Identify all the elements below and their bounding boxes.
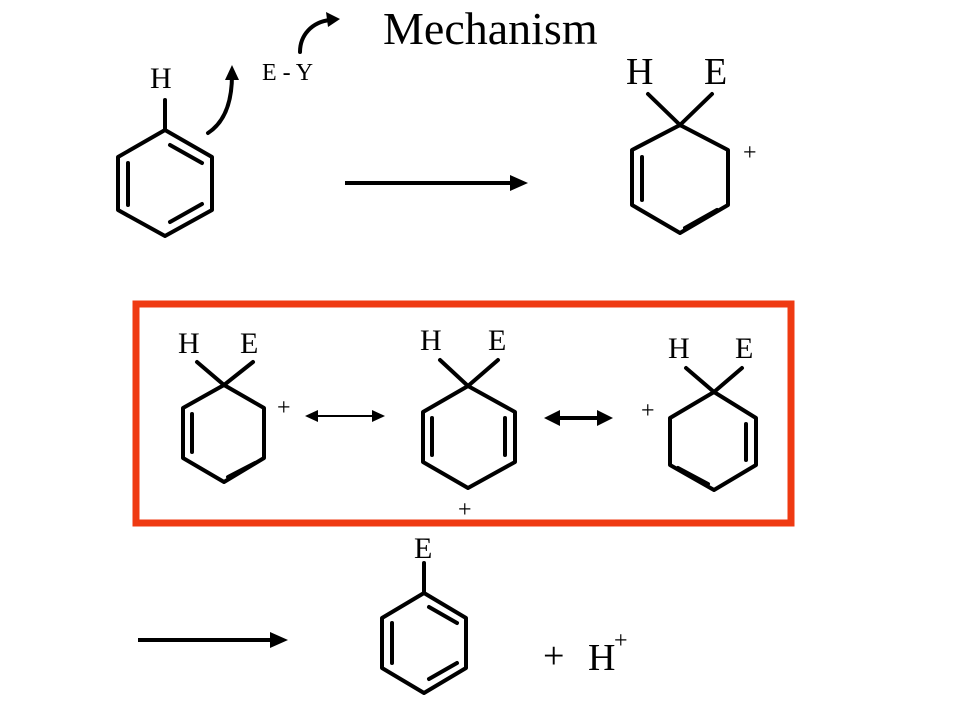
electron-push-arrowhead bbox=[225, 65, 239, 80]
atom-e-label: E bbox=[735, 332, 753, 365]
ring-inner-bond-2 bbox=[168, 202, 204, 224]
resonance-highlight-box bbox=[132, 300, 795, 527]
positive-charge: + bbox=[641, 398, 655, 424]
atom-e-label: E bbox=[488, 324, 506, 357]
resonance-arrow-2-head-left bbox=[544, 410, 560, 426]
atom-e-label: E bbox=[704, 51, 727, 93]
bond-c-h bbox=[646, 92, 682, 127]
ring-inner-bond-2 bbox=[226, 461, 257, 479]
page-title: Mechanism bbox=[383, 3, 598, 54]
bond-c-e bbox=[222, 360, 255, 387]
atom-h-label: H bbox=[150, 62, 172, 95]
electron-push-arrow bbox=[206, 73, 234, 135]
atom-h-label: H bbox=[178, 327, 200, 360]
proton-h-label: H bbox=[588, 637, 615, 679]
leaving-group-arrow bbox=[298, 18, 332, 54]
atom-e-label: E bbox=[414, 532, 432, 565]
bond-c-h bbox=[684, 366, 716, 394]
bond-c-h bbox=[438, 358, 470, 388]
resonance-structure-1: H E + bbox=[178, 327, 291, 484]
resonance-structure-3: H E + bbox=[641, 332, 758, 492]
atom-h-label: H bbox=[626, 51, 653, 93]
plus-sign: + bbox=[543, 635, 564, 677]
ring-bonds bbox=[181, 383, 266, 484]
positive-charge: + bbox=[743, 140, 757, 166]
benzene-reactant: H bbox=[116, 62, 214, 238]
ring-inner-bond-2 bbox=[427, 661, 459, 681]
resonance-structure-2: H E + bbox=[420, 324, 517, 523]
resonance-arrow-2-head-right bbox=[597, 410, 613, 426]
proton-charge: + bbox=[614, 628, 628, 654]
bond-c-e bbox=[466, 358, 500, 388]
atom-h-label: H bbox=[420, 324, 442, 357]
leaving-group-arrowhead bbox=[326, 12, 340, 27]
ring-bonds bbox=[116, 128, 214, 238]
reaction-arrowhead-bottom bbox=[270, 632, 288, 648]
arenium-ion-top: H E + bbox=[626, 51, 757, 235]
atom-h-label: H bbox=[668, 332, 690, 365]
reaction-arrowhead-top bbox=[510, 175, 528, 191]
ring-bonds bbox=[630, 123, 730, 235]
ring-bonds bbox=[668, 390, 758, 492]
positive-charge: + bbox=[277, 395, 291, 421]
resonance-arrow-1-head-left bbox=[305, 410, 318, 422]
ring-bonds bbox=[380, 591, 468, 695]
reagent-label: E - Y bbox=[262, 60, 313, 86]
bond-c-e bbox=[678, 92, 714, 127]
positive-charge: + bbox=[458, 497, 472, 523]
ring-inner-bond-1 bbox=[168, 143, 204, 165]
ring-inner-bond-1 bbox=[427, 605, 459, 625]
bond-c-h bbox=[195, 360, 226, 387]
atom-e-label: E bbox=[240, 327, 258, 360]
resonance-arrow-1-head-right bbox=[372, 410, 385, 422]
ring-inner-bond-2 bbox=[683, 208, 719, 230]
ring-bonds bbox=[421, 384, 517, 490]
ring-inner-bond-2 bbox=[676, 466, 710, 486]
substituted-benzene-product: E bbox=[380, 532, 468, 695]
bond-c-e bbox=[712, 366, 744, 394]
